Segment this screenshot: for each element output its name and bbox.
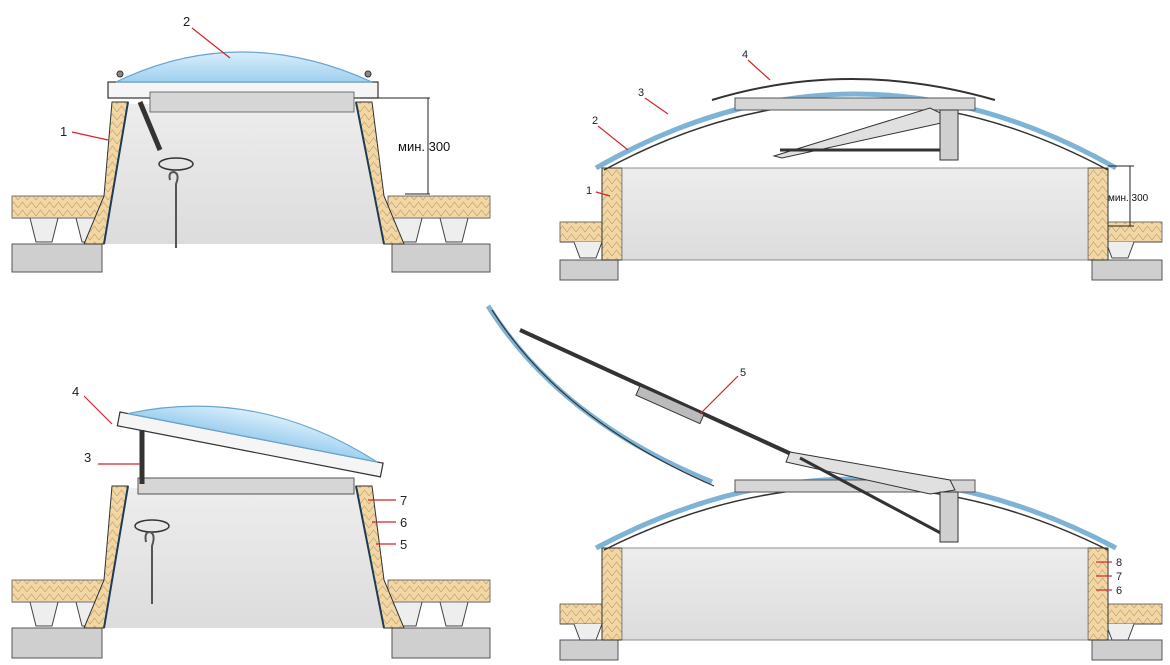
dimension-label: мин. 300: [1108, 193, 1149, 204]
bracket: [939, 491, 959, 543]
vent-bar: [734, 97, 976, 111]
roof-slab-right: [391, 243, 491, 273]
panel-top-left: мин. 300 1 2: [11, 14, 491, 273]
roof-slab-left: [559, 259, 619, 281]
roof-slab-right: [1091, 259, 1163, 281]
callout-3: 3: [638, 87, 644, 99]
callout-3: 3: [84, 450, 91, 465]
roof-insulation-right: [1099, 603, 1163, 625]
curb-interior: [621, 167, 1089, 261]
outer-dome: [594, 91, 1118, 171]
dome: [127, 405, 378, 463]
panel-top-right: мин. 300 1 2 3 4: [559, 49, 1163, 281]
roof-slab-right: [391, 627, 491, 659]
callout-5: 5: [400, 537, 407, 552]
bracket: [939, 109, 959, 161]
inner-profile: [137, 477, 355, 495]
callout-7: 7: [1116, 571, 1122, 583]
roof-insulation-right: [1099, 221, 1163, 243]
roof-slab-left: [559, 639, 619, 661]
gas-spring-cylinder: [635, 385, 705, 425]
roof-slab-left: [11, 243, 103, 273]
screw-icon: [364, 70, 372, 78]
panel-bottom-left: 4 3 7 6 5: [11, 384, 491, 659]
callout-4: 4: [742, 49, 748, 61]
curb-interior: [104, 104, 384, 244]
dimension-label: мин. 300: [398, 139, 450, 154]
callout-6: 6: [400, 515, 407, 530]
callout-2: 2: [183, 14, 190, 29]
vent-sash: [711, 78, 996, 101]
dome: [115, 51, 373, 83]
opener-arm: [137, 101, 163, 151]
curb-wall-left: [601, 167, 623, 261]
roof-insulation-right: [387, 579, 491, 603]
gas-spring: [519, 328, 801, 460]
callout-8: 8: [1116, 557, 1122, 569]
curb-wall-right: [1087, 167, 1109, 261]
hook-rod: [144, 530, 155, 604]
roof-slab-left: [11, 627, 103, 659]
inner-profile: [149, 91, 355, 113]
callout-7: 7: [400, 493, 407, 508]
profiled-deck-right: [391, 217, 490, 243]
hook-ring: [158, 157, 194, 171]
inner-dome: [603, 486, 1109, 551]
hook-rod: [168, 170, 179, 248]
curb-interior: [621, 547, 1089, 641]
callout-5: 5: [740, 367, 746, 379]
panel-bottom-right: 5 8 7 6: [485, 304, 1163, 661]
roof-slab-right: [1091, 639, 1163, 661]
roof-insulation-left: [11, 579, 105, 603]
roof-insulation-left: [11, 195, 105, 219]
curb-interior: [104, 488, 384, 628]
curb-wall-left: [601, 547, 623, 641]
curb-wall-left: [83, 101, 129, 245]
roof-insulation-right: [387, 195, 491, 219]
curb-wall-left: [83, 485, 129, 629]
outer-dome: [594, 476, 1118, 551]
callout-1: 1: [586, 185, 592, 197]
screw-icon: [116, 70, 124, 78]
callout-4: 4: [72, 384, 79, 399]
callout-2: 2: [592, 115, 598, 127]
callout-6: 6: [1116, 585, 1122, 597]
callout-1: 1: [60, 124, 67, 139]
